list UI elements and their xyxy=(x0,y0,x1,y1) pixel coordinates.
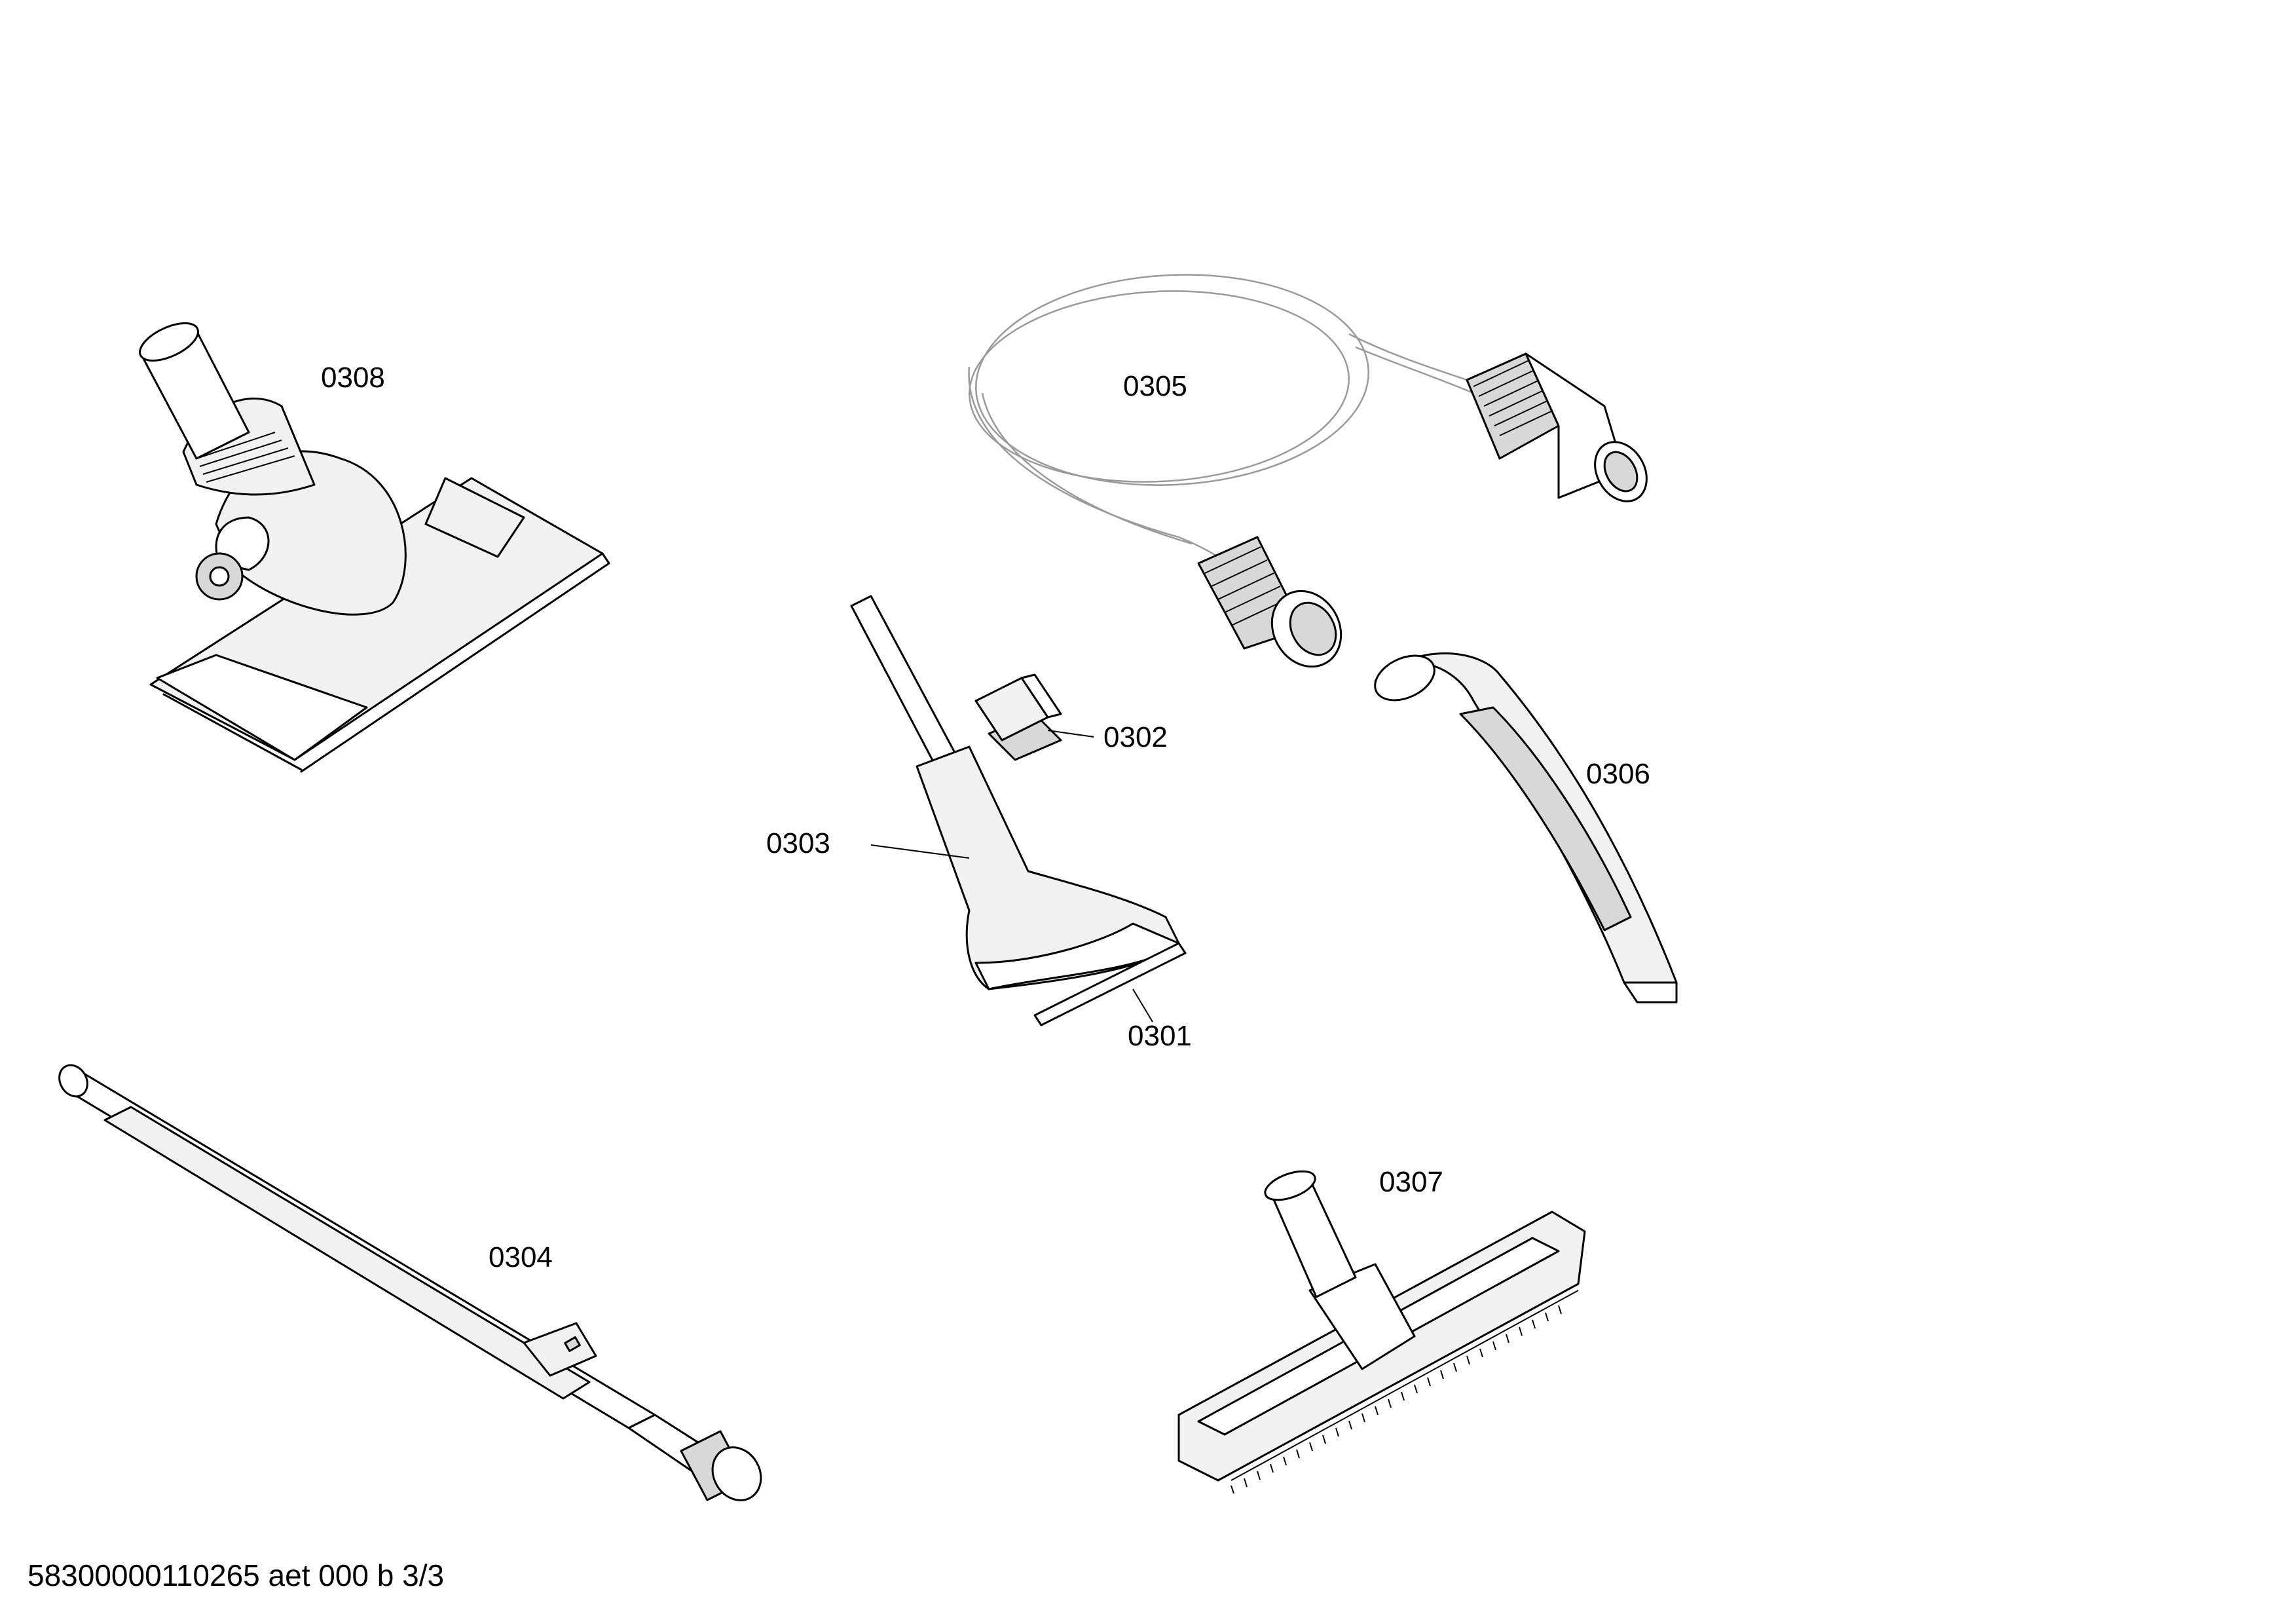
hose-handle-drawing xyxy=(1374,652,1678,1004)
part-label-0305: 0305 xyxy=(1123,370,1187,402)
part-label-0307: 0307 xyxy=(1379,1166,1443,1198)
document-code: 58300000110265 aet 000 b 3/3 xyxy=(28,1558,445,1592)
part-label-0306: 0306 xyxy=(1586,758,1650,790)
part-label-0303: 0303 xyxy=(766,827,830,859)
upholstery-tool-drawing xyxy=(850,595,1187,1026)
hose-drawing xyxy=(968,274,1648,668)
leader-lines xyxy=(870,730,1153,1023)
floor-nozzle-drawing xyxy=(139,322,610,773)
part-label-0301: 0301 xyxy=(1128,1020,1192,1052)
telescopic-tube-drawing xyxy=(58,1064,762,1501)
parquet-brush-drawing xyxy=(1177,1170,1586,1494)
part-label-0304: 0304 xyxy=(489,1241,553,1273)
part-label-0308: 0308 xyxy=(321,362,385,394)
part-label-0302: 0302 xyxy=(1103,721,1168,753)
